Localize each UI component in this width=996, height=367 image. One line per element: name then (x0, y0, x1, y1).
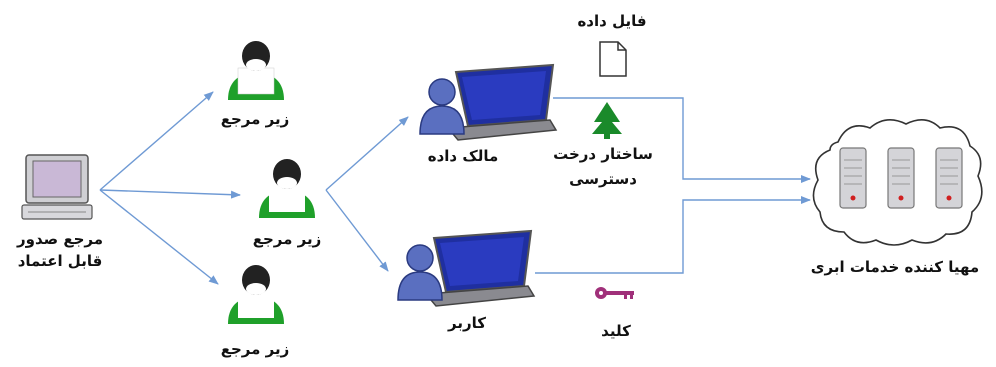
sub-authority-2-label: زیر مرجع (252, 230, 322, 248)
person-icon (228, 41, 284, 100)
arrow-authority-to-sub3 (99, 189, 219, 285)
arrow-sub2-to-owner (325, 116, 409, 191)
sub-authority-1-label: زیر مرجع (220, 110, 290, 128)
arrow-authority-to-sub1 (99, 91, 214, 191)
file-icon (599, 41, 627, 77)
laptop-user-icon (397, 229, 536, 307)
server-icon (839, 147, 867, 209)
data-file-label: فایل داده (577, 12, 647, 30)
arrow-user-to-cloud (535, 196, 811, 274)
person-icon (228, 265, 284, 324)
server-icon (935, 147, 963, 209)
sub-authority-3-label: زیر مرجع (220, 340, 290, 358)
trusted-authority-label-line2: قابل اعتماد (17, 252, 103, 270)
arrow-authority-to-sub2 (99, 189, 241, 199)
user-label: کاربر (448, 314, 486, 332)
key-label: کلید (601, 322, 631, 340)
cloud-provider-label: مهیا کننده خدمات ابری (810, 258, 980, 276)
trusted-authority-node (16, 150, 106, 230)
arrow-sub2-to-user (325, 189, 389, 272)
server-icon (887, 147, 915, 209)
laptop-user-icon (419, 63, 558, 141)
arrow-owner-to-cloud (553, 97, 811, 183)
access-tree-label-line2: دسترسی (569, 170, 637, 188)
person-icon (259, 159, 315, 218)
access-tree-label: ساختار درخت (553, 145, 653, 163)
key-icon (595, 287, 634, 299)
data-owner-label: مالک داده (427, 147, 499, 165)
trusted-authority-label: مرجع صدور (16, 230, 103, 248)
tree-icon (592, 102, 622, 139)
desktop-computer-icon (21, 154, 93, 220)
